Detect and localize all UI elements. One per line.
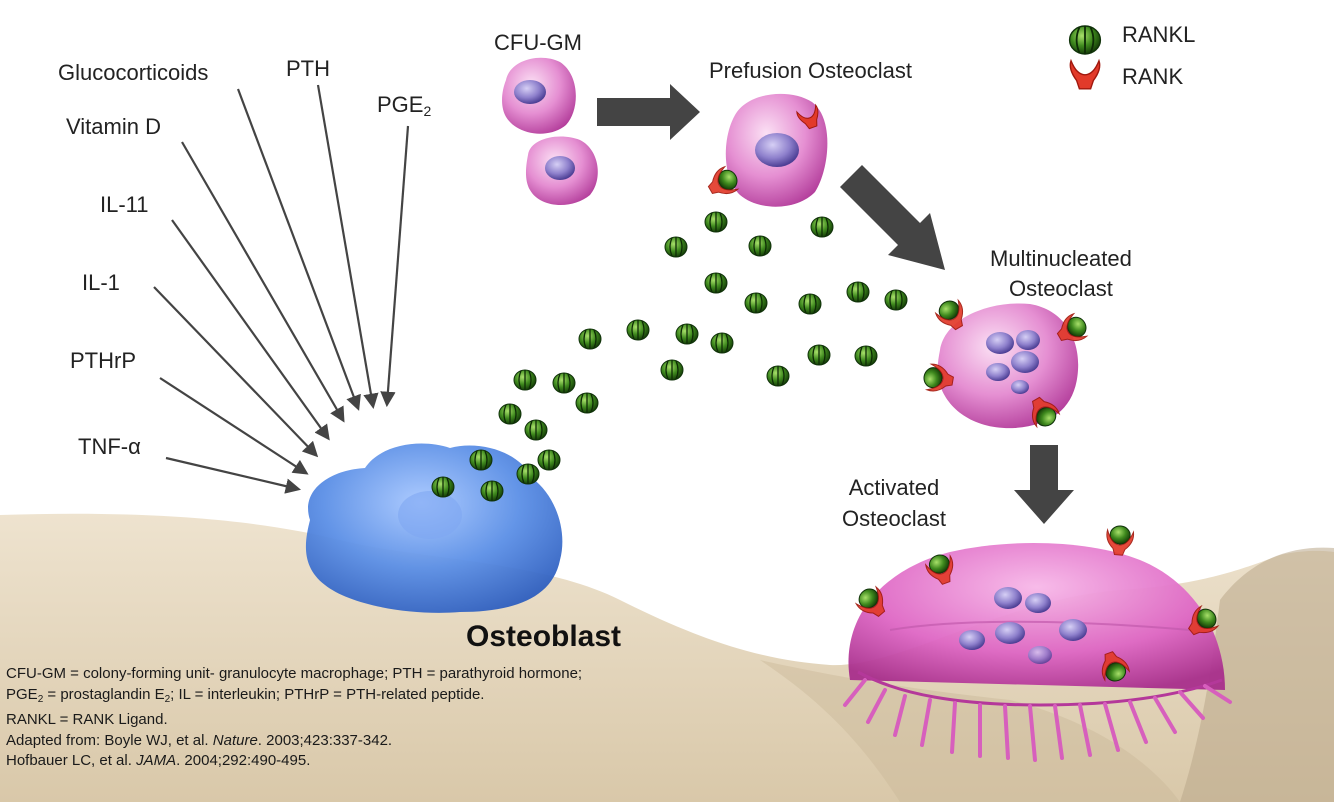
cfu-gm-cell-1 <box>502 57 576 134</box>
arrow-il1 <box>153 286 319 458</box>
label-vitamin-d: Vitamin D <box>66 114 161 139</box>
label-prefusion-osteoclast: Prefusion Osteoclast <box>709 58 912 83</box>
legend-rankl-label: RANKL <box>1122 22 1196 47</box>
legend-rank-icon <box>1069 60 1101 90</box>
footnote-line-1: CFU-GM = colony-forming unit- granulocyt… <box>6 665 583 682</box>
label-pthrp: PTHrP <box>70 348 136 373</box>
bone-texture <box>1180 547 1334 802</box>
arrow-multinucleated-to-activated <box>1014 445 1074 524</box>
fn4a: Adapted from: Boyle WJ, et al. <box>6 731 213 749</box>
label-activated-osteoclast: Activated Osteoclast <box>842 472 946 534</box>
label-il11: IL-11 <box>100 192 149 217</box>
label-il1: IL-1 <box>82 270 120 295</box>
fn5a: Hofbauer LC, et al. <box>6 752 137 769</box>
arrow-glucocorticoids <box>236 88 361 411</box>
bone-texture-2 <box>760 660 1180 802</box>
label-pge2: PGE2 <box>377 92 432 119</box>
progression-arrows <box>597 84 1074 524</box>
arrow-vitamin-d <box>181 141 345 423</box>
label-pge2-base: PGE <box>377 92 424 117</box>
label-pge2-sub: 2 <box>423 103 432 119</box>
fn2e: ; IL = interleukin; PTHrP = PTH-related … <box>170 685 485 703</box>
label-multinucleated-line2: Osteoclast <box>1008 276 1113 301</box>
activated-osteoclast-villi <box>843 678 1232 762</box>
fn4c: . 2003;423:337-342. <box>257 731 393 749</box>
label-multinucleated-osteoclast: Multinucleated Osteoclast <box>990 244 1132 304</box>
footnote-line-5: Hofbauer LC, et al. JAMA. 2004;292:490-4… <box>6 751 766 772</box>
label-glucocorticoids: Glucocorticoids <box>58 60 209 85</box>
label-multinucleated-line1: Multinucleated <box>990 246 1132 271</box>
fn5c: . 2004;292:490-495. <box>176 752 311 769</box>
footnotes: CFU-GM = colony-forming unit- granulocyt… <box>6 664 766 772</box>
cfu-gm-cell-2 <box>526 136 598 206</box>
activated-osteoclast-cell <box>843 524 1232 762</box>
footnote-line-3: RANKL = RANK Ligand. <box>6 711 168 728</box>
label-activated-line2: Osteoclast <box>842 506 946 531</box>
factor-arrows <box>153 84 410 494</box>
arrow-pthrp <box>159 377 309 475</box>
arrow-prefusion-to-multinucleated <box>840 165 945 270</box>
label-pth: PTH <box>286 56 330 81</box>
label-cfu-gm: CFU-GM <box>494 30 582 55</box>
osteoblast-nucleus <box>398 491 462 539</box>
fn2d: 2 <box>164 693 171 705</box>
legend-rank-label: RANK <box>1122 64 1184 89</box>
footnote-line-2: PGE2 = prostaglandin E2; IL = interleuki… <box>6 685 766 711</box>
arrow-il11 <box>171 219 330 441</box>
arrow-pth <box>316 84 379 410</box>
arrow-tnf <box>165 456 301 494</box>
label-tnf-alpha: TNF-α <box>78 434 141 459</box>
multinucleated-osteoclast-cell <box>921 295 1092 432</box>
fn2a: PGE <box>6 685 38 703</box>
fn2b: 2 <box>37 693 44 705</box>
label-activated-line1: Activated <box>848 475 940 500</box>
label-osteoblast: Osteoblast <box>466 620 622 653</box>
legend-rankl-icon <box>1068 25 1102 55</box>
fn2c: = prostaglandin E <box>43 685 165 703</box>
fn4b: Nature <box>212 731 258 749</box>
prefusion-osteoclast-cell <box>703 93 828 207</box>
footnote-line-4: Adapted from: Boyle WJ, et al. Nature. 2… <box>6 731 766 752</box>
arrow-pge2 <box>380 125 410 408</box>
arrow-cfu-to-prefusion <box>597 84 700 140</box>
fn5b: JAMA <box>136 752 177 769</box>
